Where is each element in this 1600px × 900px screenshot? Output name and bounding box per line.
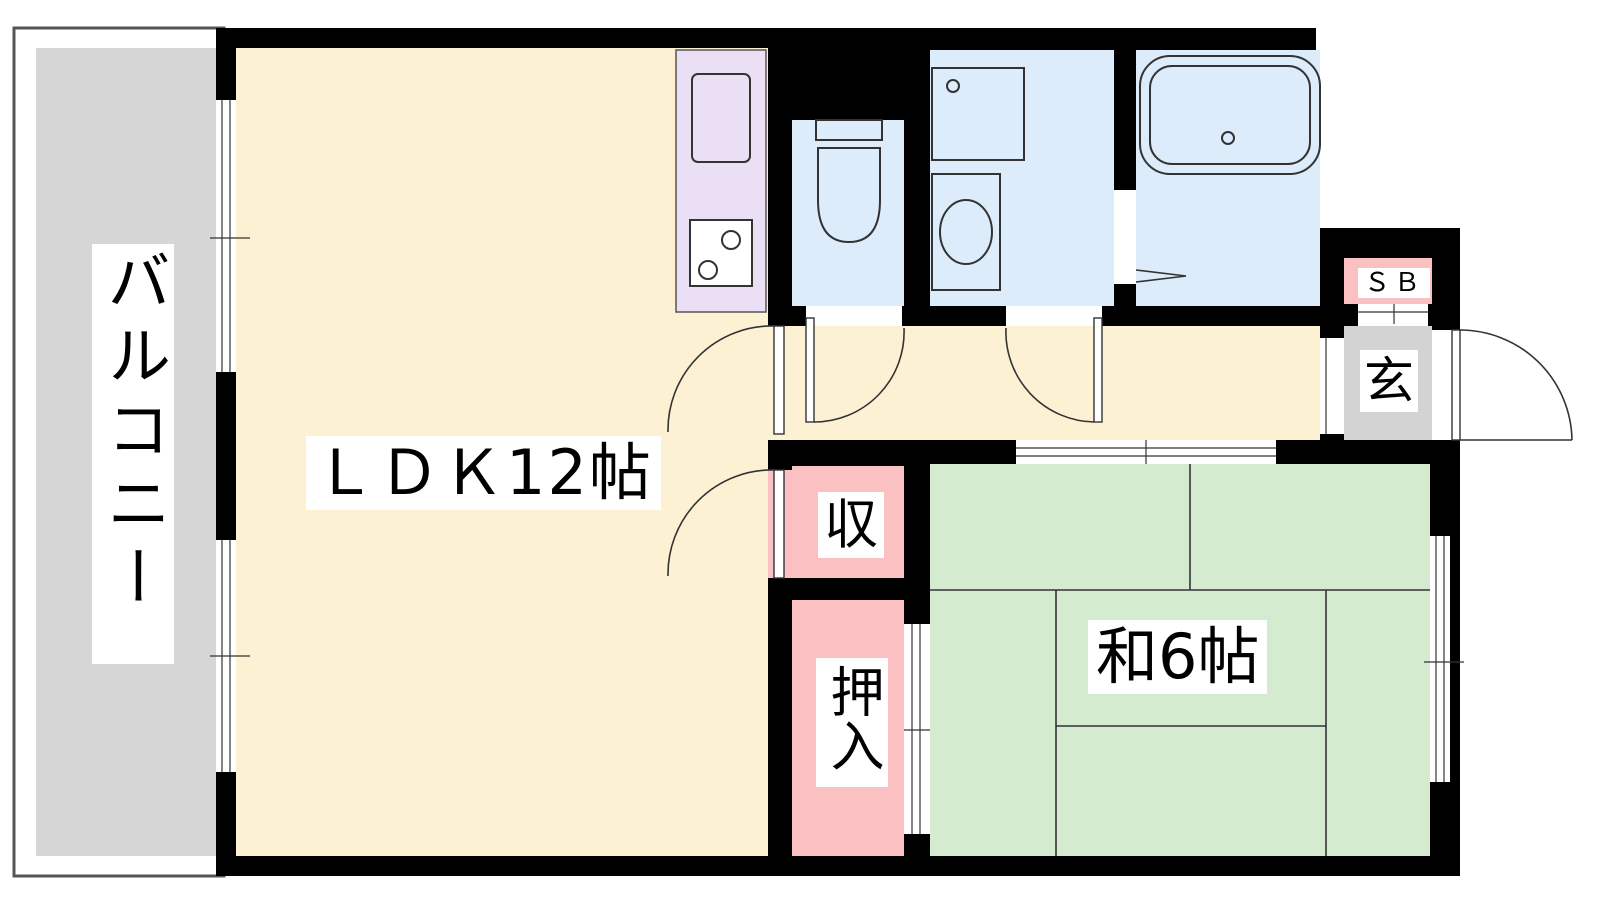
tatami-sliding-door (1016, 440, 1276, 464)
tatami-lines (930, 464, 1430, 856)
closet-label: 押入 (816, 658, 888, 787)
washitsu-label: 和6帖 (1088, 620, 1268, 694)
west-windows (210, 100, 250, 772)
drain-icon (1221, 131, 1235, 145)
washroom-door (1005, 306, 1103, 423)
balcony-label-char: バルコニー (96, 248, 170, 618)
basin-icon (939, 199, 993, 265)
bathtub-inner-icon (1149, 65, 1311, 165)
ldk-label: ＬＤＫ12帖 (306, 436, 661, 510)
closet-sliding-door (904, 624, 930, 834)
washing-machine-icon (931, 67, 1025, 161)
bathroom-folding-door (1114, 190, 1187, 284)
washing-machine-dot-icon (946, 79, 960, 93)
toilet-bowl-icon (817, 147, 881, 244)
burner-icon (721, 230, 741, 250)
storage-door (667, 469, 792, 579)
storage-label: 収 (818, 492, 884, 558)
hallway (792, 326, 1320, 440)
hall-entrance-opening (1320, 338, 1344, 434)
toilet-door (805, 306, 905, 423)
front-door (1432, 329, 1573, 441)
burner-icon (698, 260, 718, 280)
balcony-label: バルコニー (92, 244, 174, 664)
closet-label-text: 押入 (821, 664, 884, 772)
shoe-box-door (1358, 304, 1428, 326)
sink-icon (691, 73, 751, 163)
stove-icon (689, 219, 753, 287)
toilet-tank-icon (815, 119, 883, 141)
shoe-box-label: ＳＢ (1358, 268, 1431, 298)
east-window (1424, 536, 1464, 782)
ldk-hall-door (667, 325, 792, 440)
entrance-label: 玄 (1360, 350, 1418, 412)
